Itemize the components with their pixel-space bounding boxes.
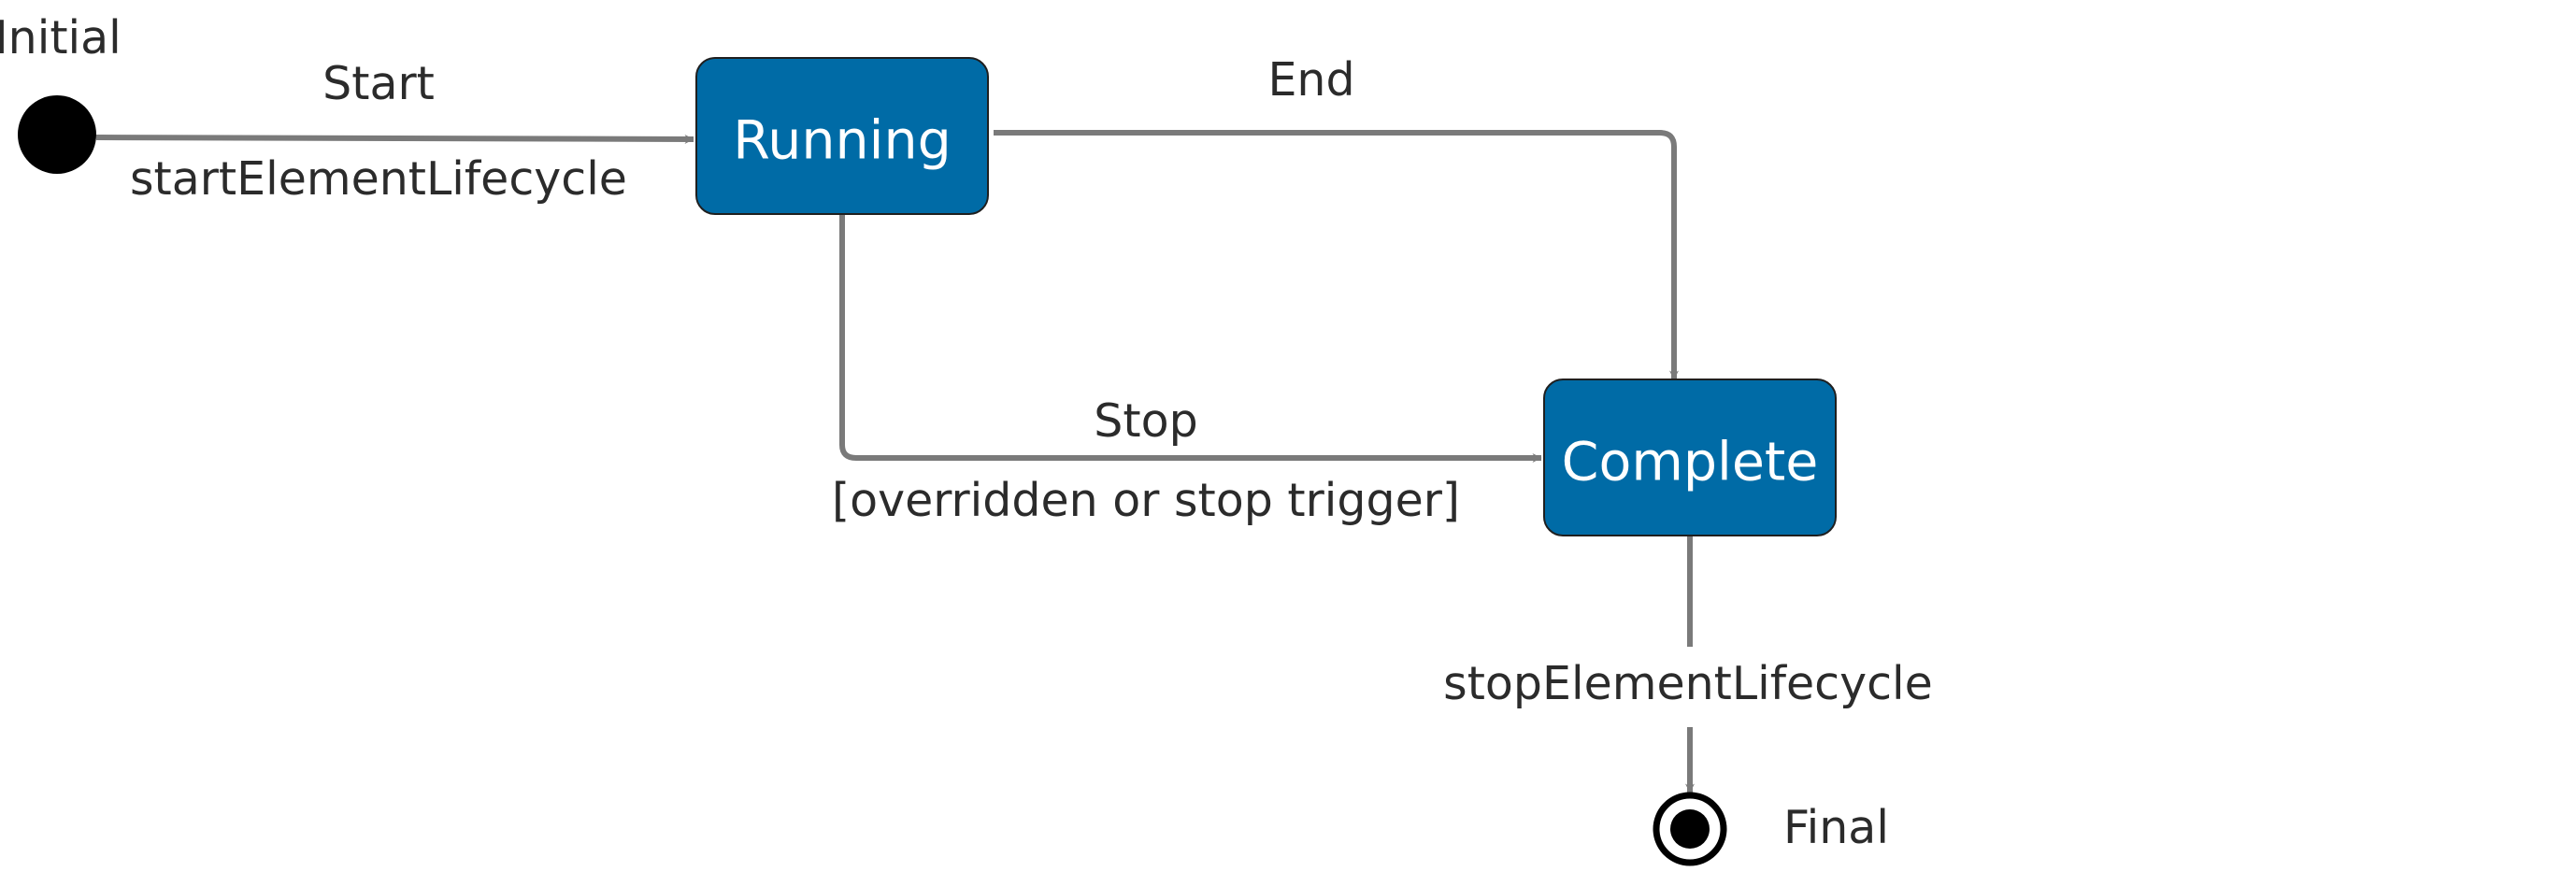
initial-state-label: Initial	[0, 11, 122, 64]
state-running-box	[695, 57, 989, 215]
transition-stop-edge	[839, 215, 1542, 463]
initial-state-node	[18, 95, 96, 174]
transition-stop-event: Stop	[1094, 394, 1197, 448]
transition-start-edge	[95, 134, 694, 144]
transition-stop-guard: [overridden or stop trigger]	[832, 474, 1460, 527]
final-state-inner-dot	[1670, 809, 1710, 849]
final-state-label: Final	[1783, 801, 1889, 854]
state-running-label: Running	[733, 110, 952, 172]
transition-end-edge	[994, 130, 1679, 380]
transition-start-action: startElementLifecycle	[130, 152, 627, 206]
transition-end-event: End	[1267, 53, 1354, 107]
transition-finish-action: stopElementLifecycle	[1443, 657, 1933, 710]
transition-start-event: Start	[322, 57, 435, 110]
state-complete-label: Complete	[1562, 432, 1819, 493]
state-complete-box	[1543, 379, 1837, 536]
